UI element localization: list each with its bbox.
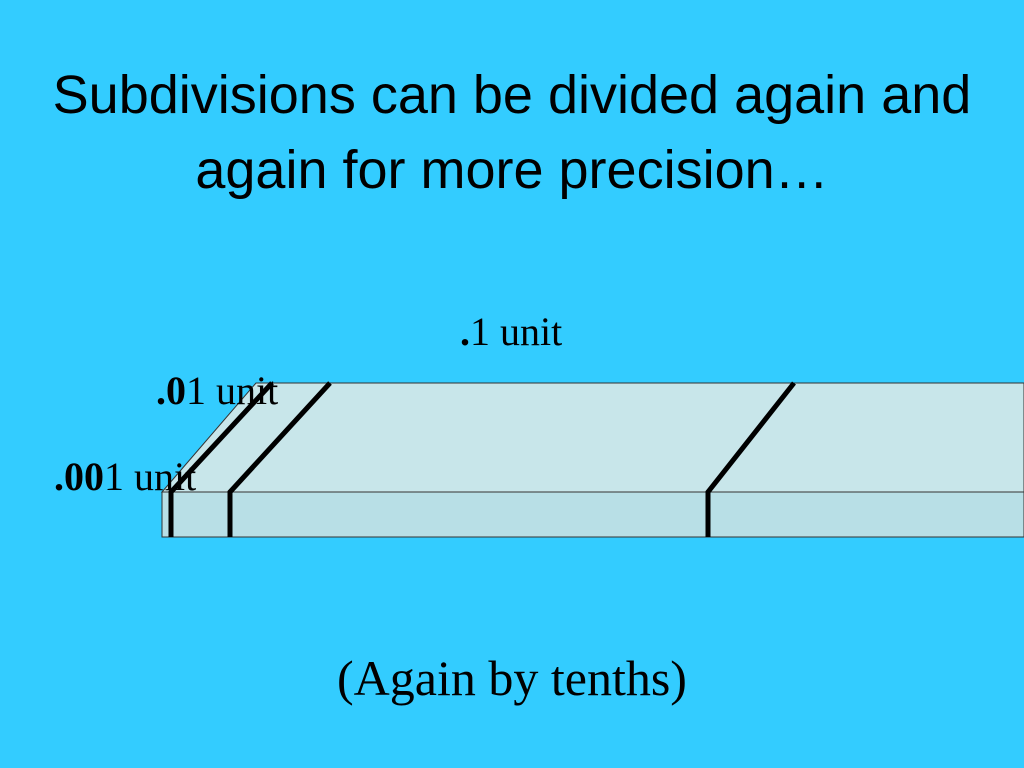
tenth-mark xyxy=(705,381,796,537)
thousandth-mark xyxy=(168,381,274,537)
thousandth-unit-label: .001 unit xyxy=(54,455,196,499)
slide-caption: (Again by tenths) xyxy=(337,650,687,706)
hundredth-unit-prefix: .0 xyxy=(156,368,186,413)
ruler-top-face xyxy=(160,382,1024,493)
ruler-front-face xyxy=(161,491,1024,538)
hundredth-mark xyxy=(227,381,332,537)
hundredth-unit-label: .01 unit xyxy=(156,369,278,413)
slide-title: Subdivisions can be divided again and ag… xyxy=(52,65,972,200)
thousandth-unit-text: 1 unit xyxy=(104,454,197,499)
tenth-unit-prefix: . xyxy=(460,309,470,354)
thousandth-unit-prefix: .00 xyxy=(54,454,104,499)
tenth-unit-label: .1 unit xyxy=(460,310,562,354)
tenth-unit-text: 1 unit xyxy=(470,309,563,354)
hundredth-unit-text: 1 unit xyxy=(186,368,279,413)
